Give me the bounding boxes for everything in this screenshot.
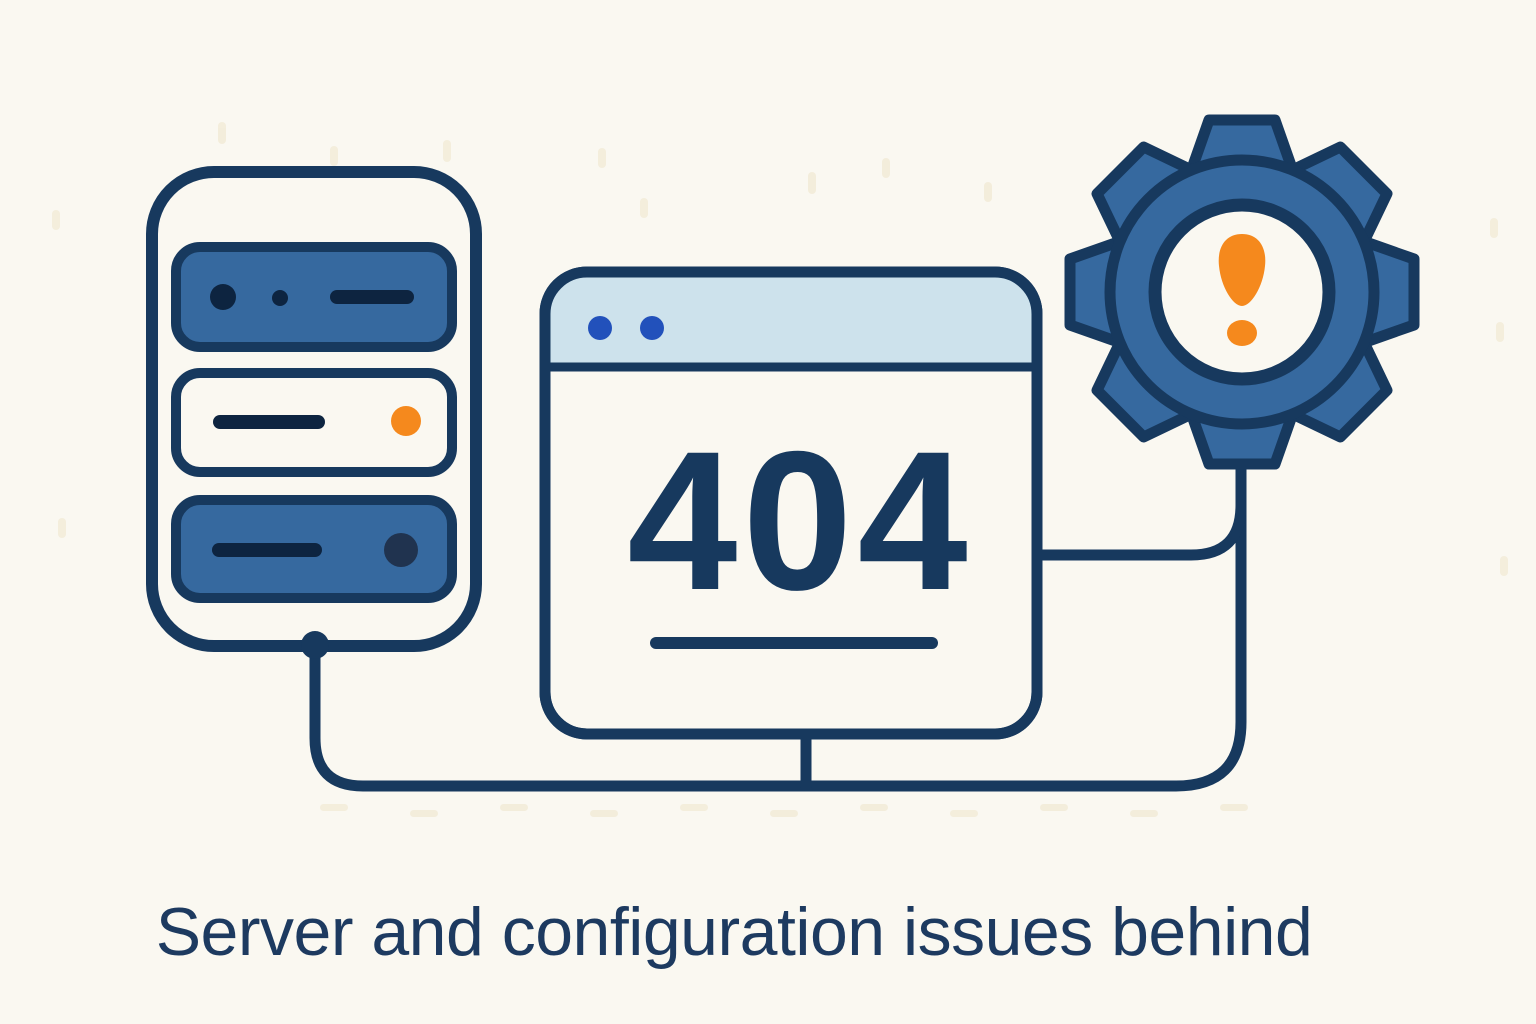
server-power-button	[384, 533, 418, 567]
server-vent-dash	[212, 543, 322, 557]
server-slot-middle	[171, 368, 457, 477]
browser-titlebar-dot	[588, 316, 612, 340]
server-slot-bottom	[171, 495, 457, 603]
error-code-text: 404	[627, 410, 972, 631]
server-cable-node	[301, 631, 329, 659]
browser-window-icon: 404	[539, 266, 1043, 740]
caption: Server and configuration issues behind	[155, 894, 1313, 970]
connector-lines	[309, 449, 1247, 792]
connector-browser-to-gear	[1031, 499, 1247, 561]
gear-icon	[1064, 114, 1420, 470]
browser-titlebar-dot	[640, 316, 664, 340]
server-led-small	[272, 290, 288, 306]
server-icon	[146, 166, 482, 659]
server-warning-led	[391, 406, 421, 436]
server-slot-top	[171, 242, 457, 352]
connector-main-line	[309, 449, 1247, 792]
server-vent-dash	[330, 290, 414, 304]
server-vent-dash	[213, 415, 325, 429]
browser-outline	[539, 266, 1043, 740]
error-underline	[650, 637, 938, 649]
server-led-large	[210, 284, 236, 310]
browser-titlebar	[550, 277, 1032, 363]
warning-exclamation-icon	[1218, 234, 1266, 346]
